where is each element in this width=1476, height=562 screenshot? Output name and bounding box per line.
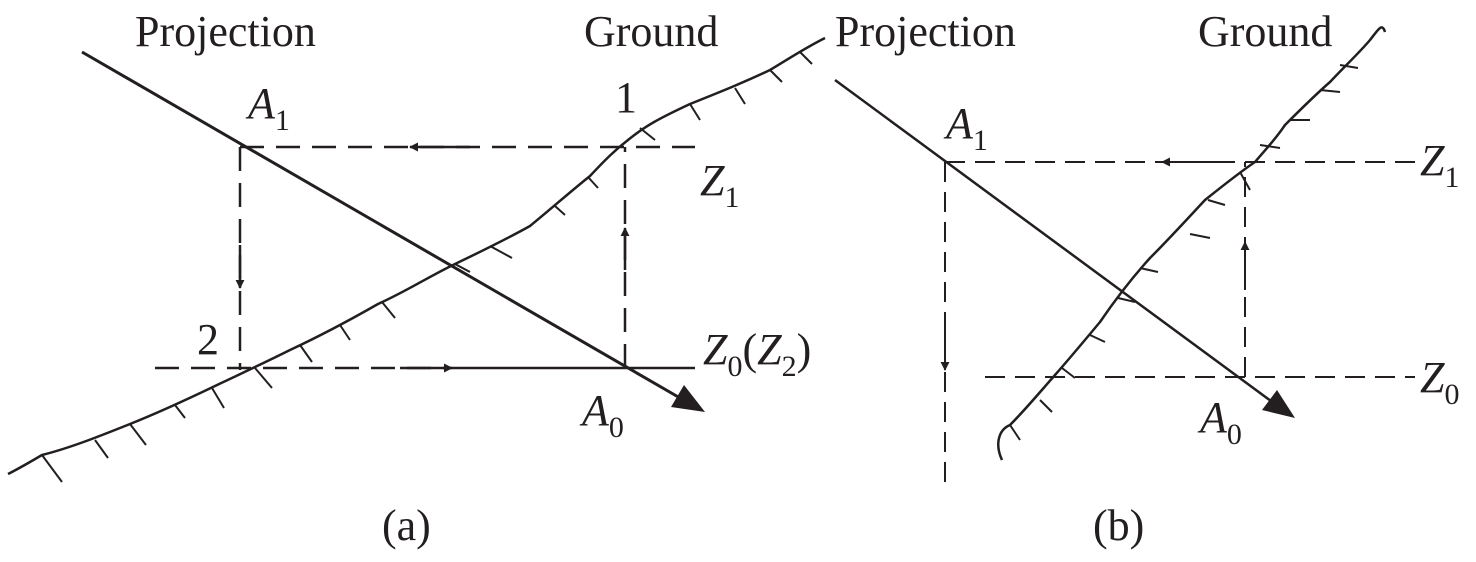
z1-label-b: Z1 [1420, 136, 1459, 194]
ground-hachures-b [1009, 64, 1359, 441]
a1-label-a: A1 [245, 79, 290, 137]
a1-label-b: A1 [943, 99, 988, 157]
ground-profile-a [7, 36, 826, 476]
projection-line-b [834, 78, 1276, 406]
a0-label-b: A0 [1197, 393, 1242, 451]
point-1-label: 1 [615, 73, 637, 122]
z0-z2-label-a: Z0(Z2) [703, 325, 811, 383]
projection-label-a: Projection [135, 7, 316, 56]
projection-arrowhead-a [671, 385, 705, 412]
panel-a: Projection Ground 1 2 A1 A0 Z1 Z0(Z2) (a… [7, 7, 826, 550]
z1-label-a: Z1 [700, 156, 739, 214]
ground-label-b: Ground [1198, 7, 1332, 56]
ground-profile-b [997, 26, 1387, 461]
panel-b: Projection Ground A1 A0 Z1 Z0 (b) [834, 7, 1459, 550]
point-2-label: 2 [197, 315, 219, 364]
projection-line-a [81, 50, 681, 400]
caption-b: (b) [1093, 501, 1144, 550]
caption-a: (a) [382, 501, 431, 550]
z0-label-b: Z0 [1420, 353, 1459, 411]
projection-label-b: Projection [835, 7, 1016, 56]
a0-label-a: A0 [579, 386, 624, 444]
projection-arrowhead-b [1262, 390, 1295, 418]
ground-label-a: Ground [584, 7, 718, 56]
ground-hachures-a [41, 51, 813, 483]
